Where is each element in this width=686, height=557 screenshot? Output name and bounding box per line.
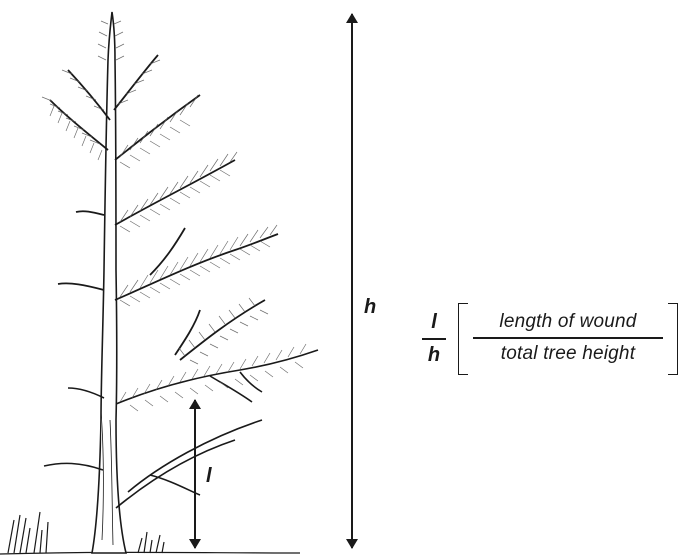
wound-length-label: l	[206, 466, 212, 486]
fraction-denominator-text: total tree height	[459, 343, 677, 365]
word-fraction: length of wound total tree height	[459, 311, 677, 365]
fraction-denominator-symbol: h	[422, 344, 446, 367]
word-fraction-bar	[473, 337, 663, 339]
tree-trunk	[92, 12, 126, 553]
lower-branches	[44, 350, 318, 508]
upper-branches	[50, 55, 278, 360]
fraction-numerator-symbol: l	[422, 311, 446, 334]
ratio-formula: l h length of wound total tree height	[418, 303, 680, 377]
fraction-numerator-text: length of wound	[459, 311, 677, 333]
tree-height-label: h	[364, 297, 376, 317]
bracketed-definition: length of wound total tree height	[458, 303, 678, 375]
ground-grass	[0, 512, 300, 554]
foliage	[42, 21, 306, 411]
fraction-bar	[422, 338, 446, 340]
symbol-fraction: l h	[422, 311, 446, 367]
